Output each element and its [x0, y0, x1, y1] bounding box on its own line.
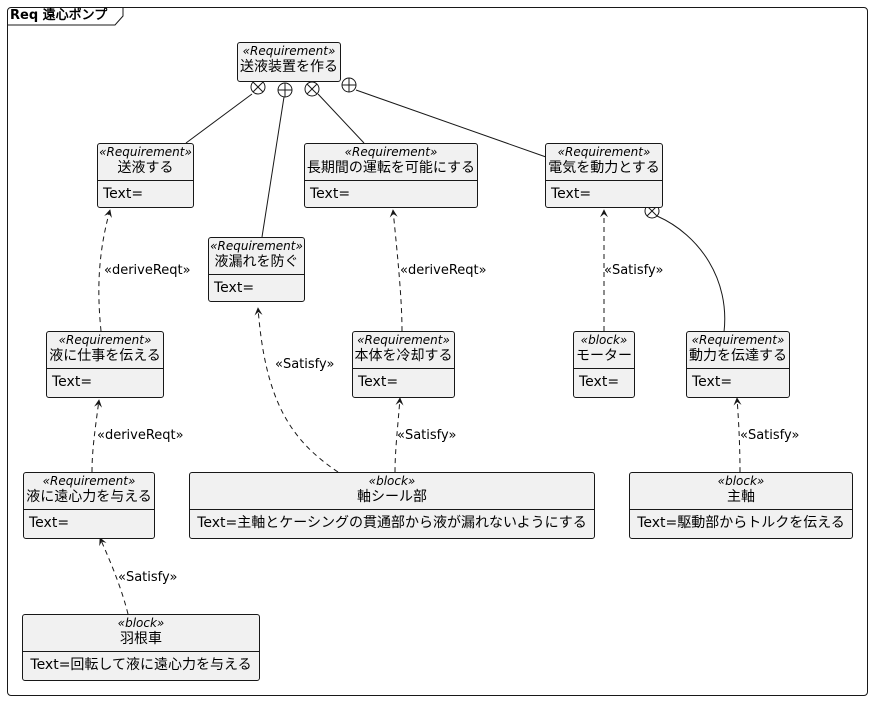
requirement-name: 液に仕事を伝える [49, 348, 161, 364]
edge-label-derive-3: «deriveReqt» [400, 263, 487, 278]
block-name: モーター [576, 348, 632, 364]
requirement-text: Text= [52, 374, 93, 390]
containment-long [317, 93, 365, 144]
edge-label-satisfy-cool: «Satisfy» [397, 428, 457, 443]
edge-label-satisfy-shaft: «Satisfy» [740, 428, 800, 443]
stereotype: «block» [368, 474, 416, 488]
derive-arrow-3 [389, 209, 403, 332]
stereotype: «Requirement» [242, 44, 336, 58]
requirement-name: 本体を冷却する [354, 348, 453, 364]
requirement-text: Text= [358, 374, 399, 390]
containment-send [185, 93, 253, 144]
frame-tab [7, 7, 124, 26]
requirement-send-liquid[interactable]: «Requirement»送液する Text= [97, 143, 194, 208]
containment-transmit [656, 215, 726, 333]
edge-label-derive-2: «deriveReqt» [97, 428, 184, 443]
requirement-name: 動力を伝達する [689, 348, 787, 364]
block-main-shaft[interactable]: «block»主軸 Text=駆動部からトルクを伝える [629, 472, 853, 539]
stereotype: «block» [717, 474, 765, 488]
requirement-name: 送液装置を作る [240, 59, 338, 75]
requirement-long-run[interactable]: «Requirement»長期間の運転を可能にする Text= [304, 143, 478, 208]
stereotype: «Requirement» [99, 145, 192, 159]
satisfy-arrow-leak [254, 307, 339, 473]
requirement-cool-body[interactable]: «Requirement»本体を冷却する Text= [352, 331, 455, 398]
derive-arrow-2 [91, 399, 103, 473]
containment-circle-1 [250, 79, 266, 95]
frame-title: Req 遠心ポンプ [10, 8, 108, 23]
satisfy-arrow-shaft [733, 397, 742, 473]
stereotype: «Requirement» [210, 239, 303, 253]
stereotype: «Requirement» [344, 145, 438, 159]
block-motor[interactable]: «block»モーター Text= [573, 331, 635, 398]
requirement-prevent-leak[interactable]: «Requirement»液漏れを防ぐ Text= [208, 237, 305, 302]
satisfy-arrow-cool [394, 397, 404, 473]
stereotype: «block» [580, 333, 628, 347]
diagram-frame [7, 7, 868, 696]
requirement-electric[interactable]: «Requirement»電気を動力とする Text= [545, 143, 663, 208]
requirement-text: Text= [214, 280, 255, 296]
stereotype: «Requirement» [357, 333, 450, 347]
requirement-text: Text= [310, 186, 351, 202]
containment-electric [355, 89, 547, 158]
stereotype: «Requirement» [42, 474, 136, 488]
requirement-name: 電気を動力とする [548, 160, 660, 176]
edge-label-satisfy-leak: «Satisfy» [275, 357, 335, 372]
edge-label-satisfy-impeller: «Satisfy» [118, 570, 178, 585]
requirement-work-liquid[interactable]: «Requirement»液に仕事を伝える Text= [46, 331, 164, 398]
stereotype: «block» [117, 616, 165, 630]
stereotype: «Requirement» [58, 333, 152, 347]
containment-circle-3 [304, 81, 320, 97]
containment-circle-2 [277, 82, 293, 98]
block-text: Text= [579, 374, 620, 390]
requirement-text: Text= [103, 186, 144, 202]
stereotype: «Requirement» [691, 333, 785, 347]
requirement-name: 液漏れを防ぐ [214, 254, 299, 270]
edge-label-derive-1: «deriveReqt» [104, 263, 191, 278]
requirement-name: 長期間の運転を可能にする [306, 160, 476, 176]
containment-leak [261, 96, 285, 238]
satisfy-arrow-impeller [99, 537, 129, 615]
requirement-transmit[interactable]: «Requirement»動力を伝達する Text= [686, 331, 790, 398]
containment-circle-4 [341, 77, 357, 93]
block-text: Text=駆動部からトルクを伝える [637, 515, 845, 531]
edge-label-satisfy-motor: «Satisfy» [604, 263, 664, 278]
requirement-text: Text= [29, 515, 70, 531]
block-name: 羽根車 [120, 631, 162, 647]
requirement-make-device[interactable]: «Requirement»送液装置を作る [237, 42, 341, 82]
requirement-text: Text= [692, 374, 733, 390]
requirement-name: 液に遠心力を与える [26, 489, 152, 505]
requirement-name: 送液する [117, 160, 174, 176]
block-text: Text=回転して液に遠心力を与える [30, 657, 252, 673]
block-text: Text=主軸とケーシングの貫通部から液が漏れないようにする [197, 515, 587, 531]
block-name: 主軸 [727, 489, 755, 505]
block-shaft-seal[interactable]: «block»軸シール部 Text=主軸とケーシングの貫通部から液が漏れないよう… [189, 472, 595, 539]
stereotype: «Requirement» [557, 145, 651, 159]
derive-arrow-1 [98, 209, 112, 332]
block-name: 軸シール部 [357, 489, 427, 505]
block-impeller[interactable]: «block»羽根車 Text=回転して液に遠心力を与える [22, 614, 260, 681]
requirement-text: Text= [551, 186, 592, 202]
requirement-centrifugal[interactable]: «Requirement»液に遠心力を与える Text= [23, 472, 155, 539]
